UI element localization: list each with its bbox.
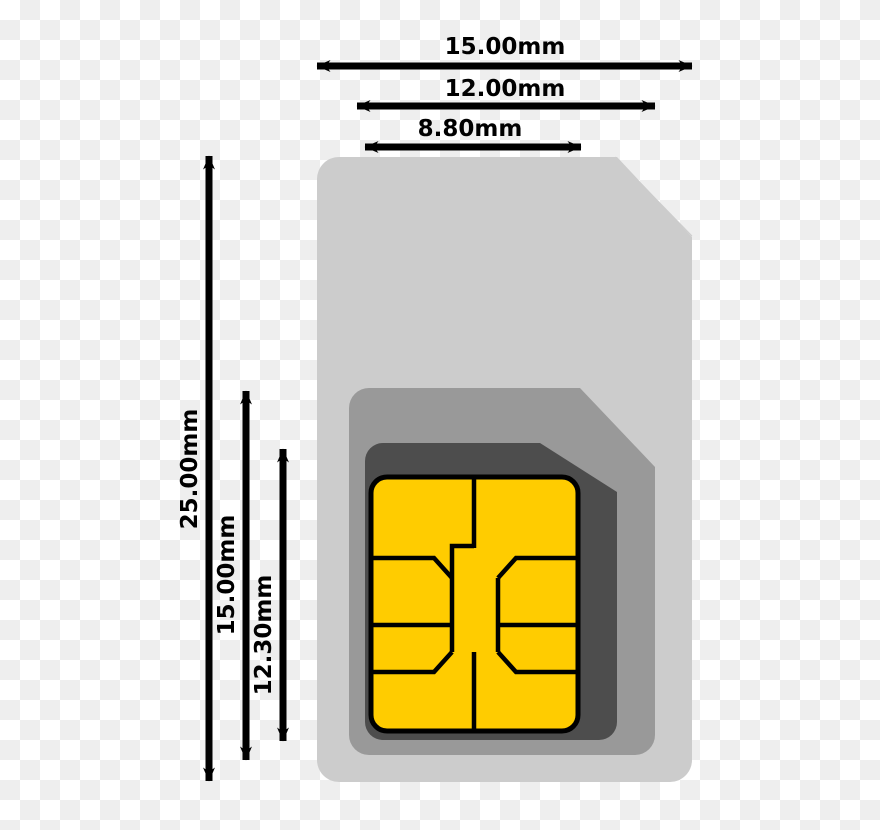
dimension-height-nano: 12.30mm <box>251 448 289 742</box>
sim-contact-chip <box>368 474 581 734</box>
dimension-width-full: 15.00mm <box>316 34 693 72</box>
dimension-label-height-full: 25.00mm <box>177 409 203 530</box>
dimension-height-full: 25.00mm <box>177 155 215 782</box>
dimension-width-nano: 8.80mm <box>364 116 582 153</box>
chip-contact-traces <box>371 477 578 731</box>
dimension-label-height-nano: 12.30mm <box>251 575 277 696</box>
dimension-label-height-micro: 15.00mm <box>214 515 240 636</box>
dimension-width-micro: 12.00mm <box>356 76 656 112</box>
dimension-height-micro: 15.00mm <box>214 390 252 761</box>
dimension-label-width-nano: 8.80mm <box>418 116 523 142</box>
dimension-label-width-micro: 12.00mm <box>445 76 566 102</box>
dimension-label-width-full: 15.00mm <box>445 34 566 60</box>
